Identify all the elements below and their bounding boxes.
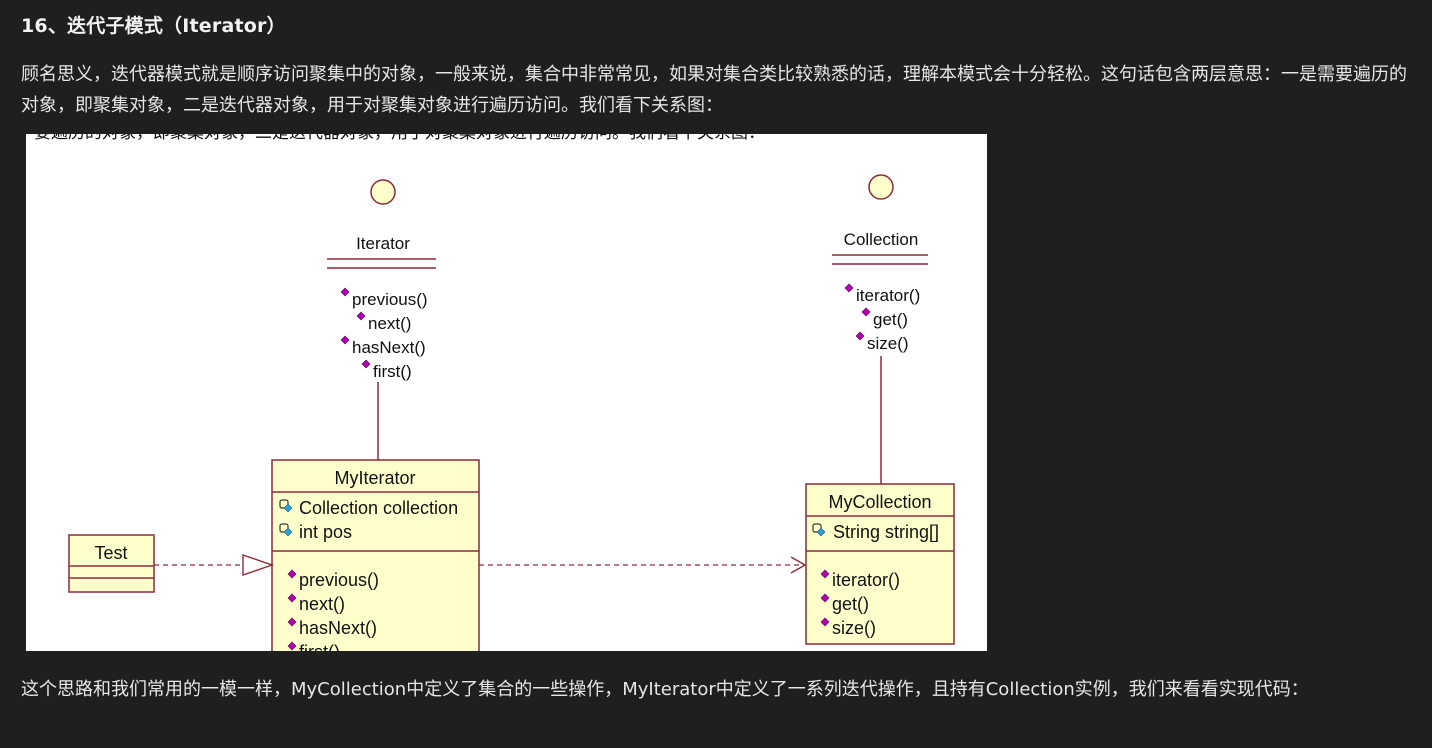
interface-lollipop-icon — [370, 179, 396, 205]
method-label: first() — [373, 362, 412, 381]
figure-cut-text: 要遍历的对象，即聚集对象，二是迭代器对象，用于对聚集对象进行遍历访问。我们看下关… — [34, 134, 765, 142]
my-collection-class-name: MyCollection — [828, 492, 931, 512]
class-diagram-figure: 要遍历的对象，即聚集对象，二是迭代器对象，用于对聚集对象进行遍历访问。我们看下关… — [26, 134, 987, 651]
method-label: first() — [299, 642, 340, 651]
test-class: Test — [68, 534, 155, 593]
method-label: size() — [832, 618, 876, 638]
my-collection-class: MyCollection String string[] iterator() … — [805, 483, 955, 645]
collection-interface-name: Collection — [844, 230, 919, 249]
method-label: hasNext() — [299, 618, 377, 638]
my-iterator-attributes: Collection collection int pos — [279, 498, 458, 542]
iterator-interface: Iterator previous() next() hasNext() fir… — [327, 179, 436, 460]
method-label: get() — [832, 594, 869, 614]
interface-lollipop-icon — [868, 174, 894, 200]
test-to-iterator-dependency — [154, 554, 275, 576]
attribute-label: int pos — [299, 522, 352, 542]
method-label: hasNext() — [352, 338, 426, 357]
collection-method-list: iterator() get() size() — [844, 283, 920, 353]
article-heading: 16、迭代子模式（Iterator） — [21, 15, 286, 37]
intro-paragraph: 顾名思义，迭代器模式就是顺序访问聚集中的对象，一般来说，集合中非常常见，如果对集… — [21, 64, 1407, 116]
method-label: size() — [867, 334, 909, 353]
iterator-method-list: previous() next() hasNext() first() — [340, 287, 428, 381]
method-label: get() — [873, 310, 908, 329]
attribute-label: String string[] — [833, 522, 939, 542]
my-collection-methods: iterator() get() size() — [820, 569, 900, 638]
collection-interface: Collection iterator() get() size() — [832, 174, 928, 484]
my-iterator-class: MyIterator Collection collection int pos… — [271, 459, 480, 651]
my-iterator-class-name: MyIterator — [334, 468, 415, 488]
my-iterator-methods: previous() next() hasNext() first() — [287, 569, 379, 651]
method-label: iterator() — [856, 286, 920, 305]
method-label: previous() — [299, 570, 379, 590]
test-class-name: Test — [94, 543, 127, 563]
attribute-label: Collection collection — [299, 498, 458, 518]
method-label: next() — [368, 314, 411, 333]
after-figure-paragraph: 这个思路和我们常用的一模一样，MyCollection中定义了集合的一些操作，M… — [21, 679, 1309, 700]
method-label: next() — [299, 594, 345, 614]
method-label: iterator() — [832, 570, 900, 590]
my-collection-attributes: String string[] — [812, 522, 939, 542]
iterator-to-collection-dependency — [479, 556, 807, 574]
method-label: previous() — [352, 290, 428, 309]
iterator-interface-name: Iterator — [356, 234, 410, 253]
